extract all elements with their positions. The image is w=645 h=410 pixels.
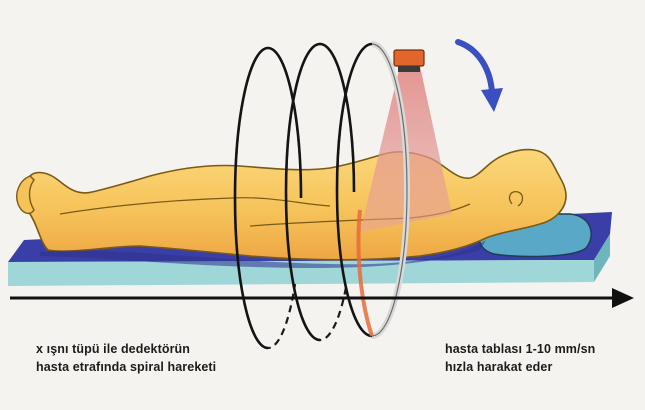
- arrow-right-icon: [10, 288, 634, 308]
- curved-arrow-icon: [458, 42, 503, 112]
- caption-right-line-1: hasta tablası 1-10 mm/sn: [445, 340, 595, 358]
- caption-left-line-2: hasta etrafında spiral hareketi: [36, 358, 216, 376]
- caption-table-speed: hasta tablası 1-10 mm/sn hızla harakat e…: [445, 340, 595, 376]
- caption-spiral-motion: x ışnı tüpü ile dedektörün hasta etrafın…: [36, 340, 216, 376]
- caption-left-line-1: x ışnı tüpü ile dedektörün: [36, 340, 216, 358]
- xray-tube-icon: [394, 50, 424, 72]
- caption-right-line-2: hızla harakat eder: [445, 358, 595, 376]
